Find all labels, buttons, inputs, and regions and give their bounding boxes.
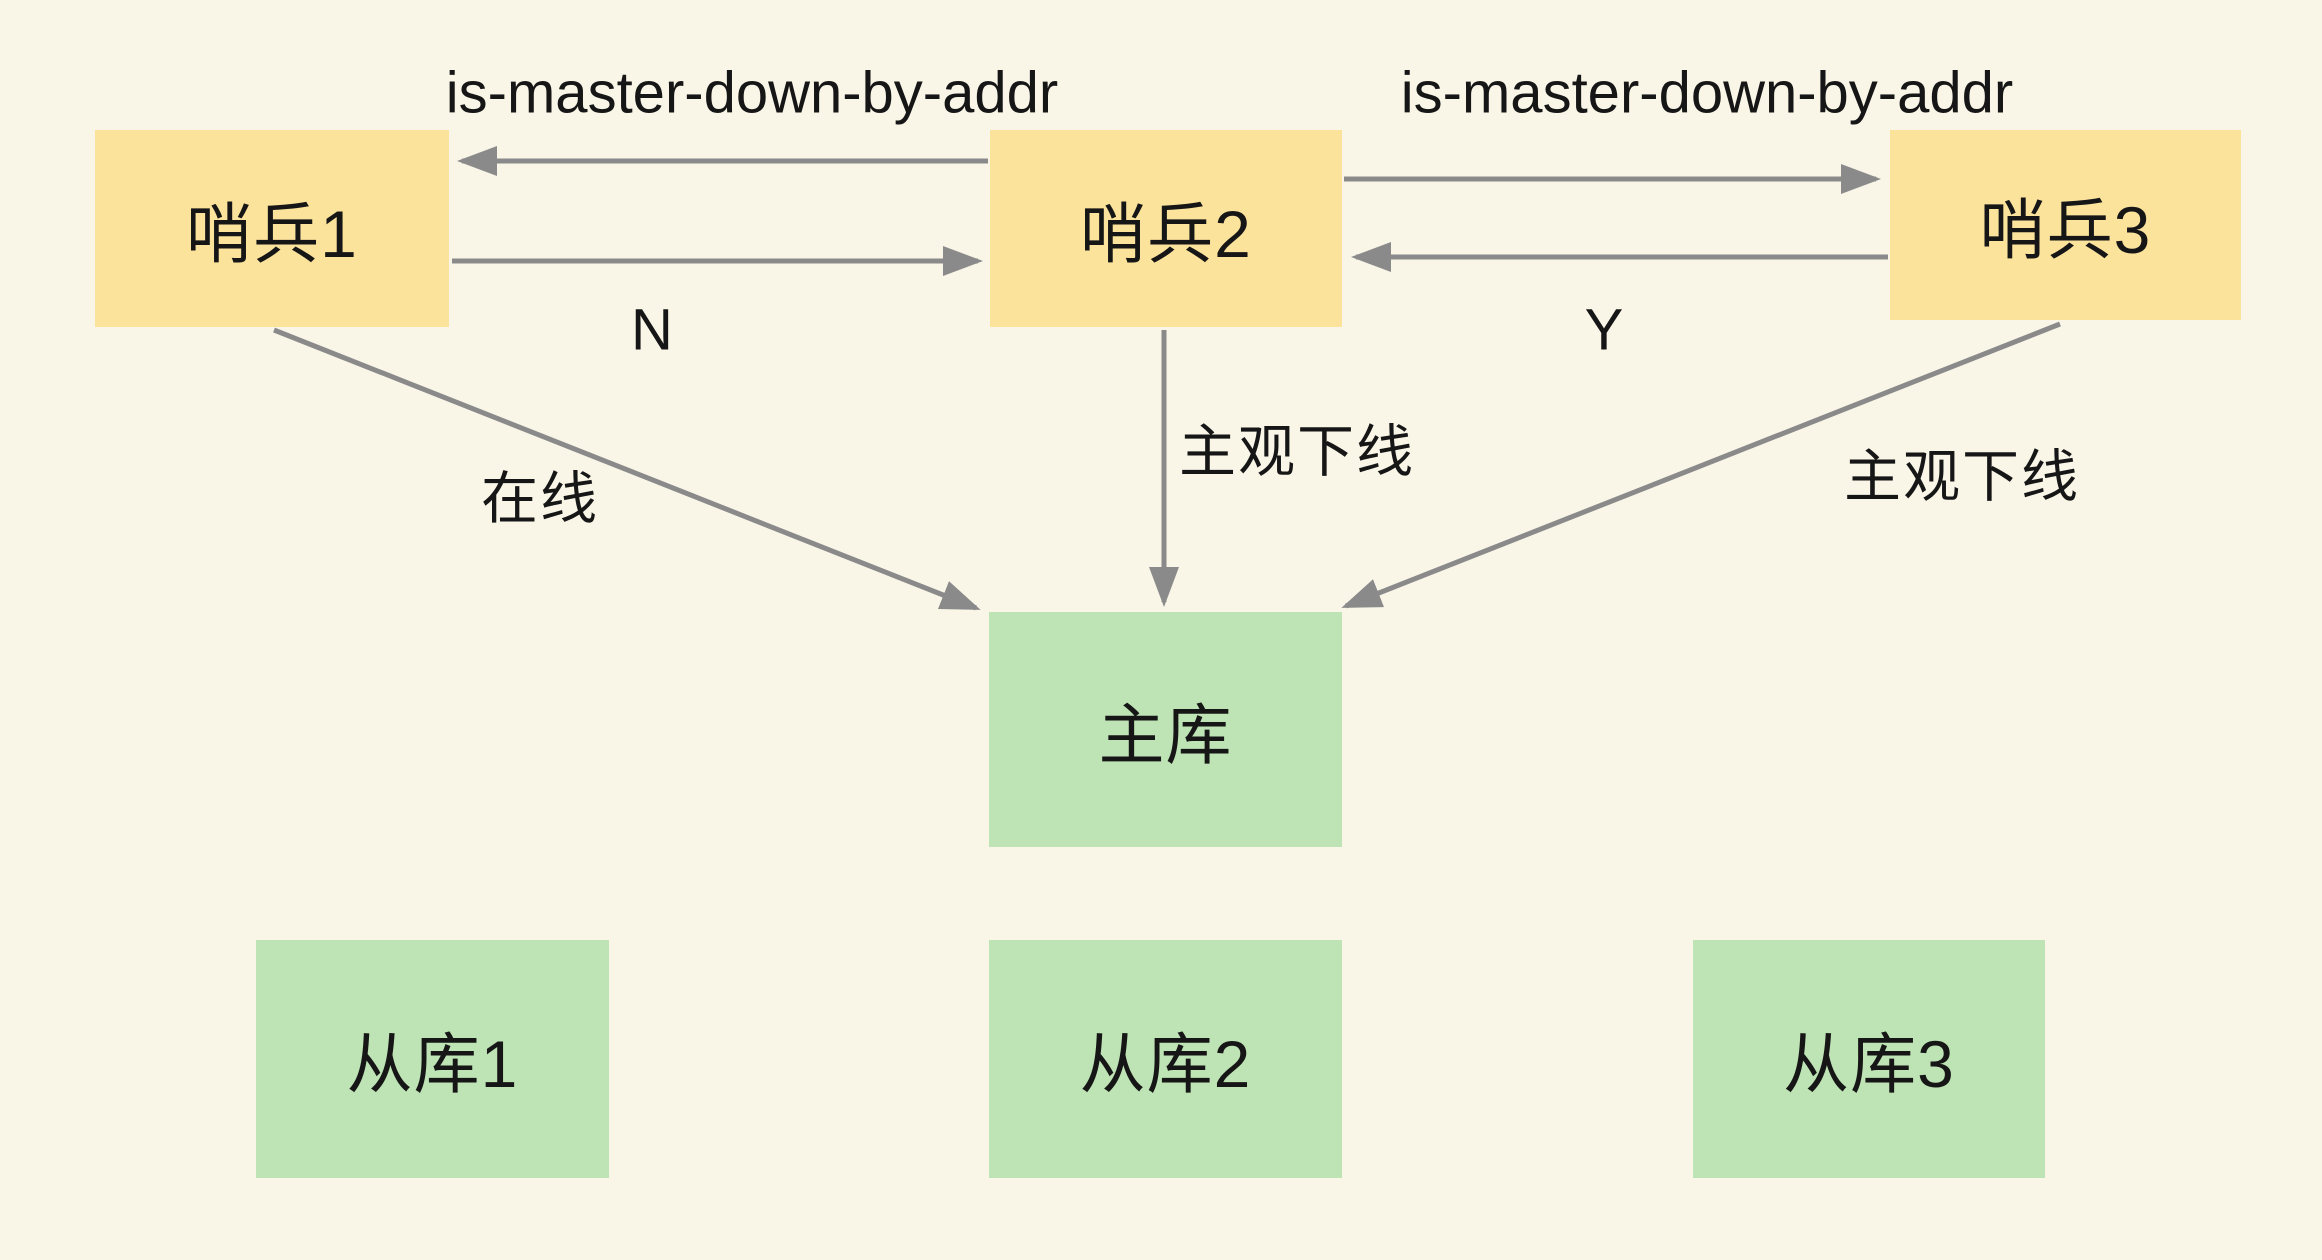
- edge-label-subjective-down-left: 主观下线: [1179, 420, 1415, 484]
- edge-label-y: Y: [1584, 297, 1624, 363]
- node-slave2: 从库2: [989, 940, 1342, 1178]
- node-slave3: 从库3: [1693, 940, 2045, 1178]
- node-slave1: 从库1: [256, 940, 609, 1178]
- edge-label-subjective-down-right: 主观下线: [1844, 445, 2080, 509]
- node-sentinel1: 哨兵1: [95, 130, 449, 327]
- edge-label-is-master-down-by-addr-left: is-master-down-by-addr: [445, 60, 1059, 126]
- edge-label-n: N: [631, 297, 673, 363]
- edge-label-is-master-down-by-addr-right: is-master-down-by-addr: [1400, 60, 2014, 126]
- node-sentinel2: 哨兵2: [990, 130, 1342, 327]
- edge-label-online: 在线: [481, 467, 599, 531]
- node-sentinel3: 哨兵3: [1890, 130, 2241, 320]
- edge-sentinel1-to-master: [273, 327, 981, 611]
- node-master: 主库: [989, 612, 1342, 847]
- edge-sentinel3-to-master: [1341, 321, 2061, 609]
